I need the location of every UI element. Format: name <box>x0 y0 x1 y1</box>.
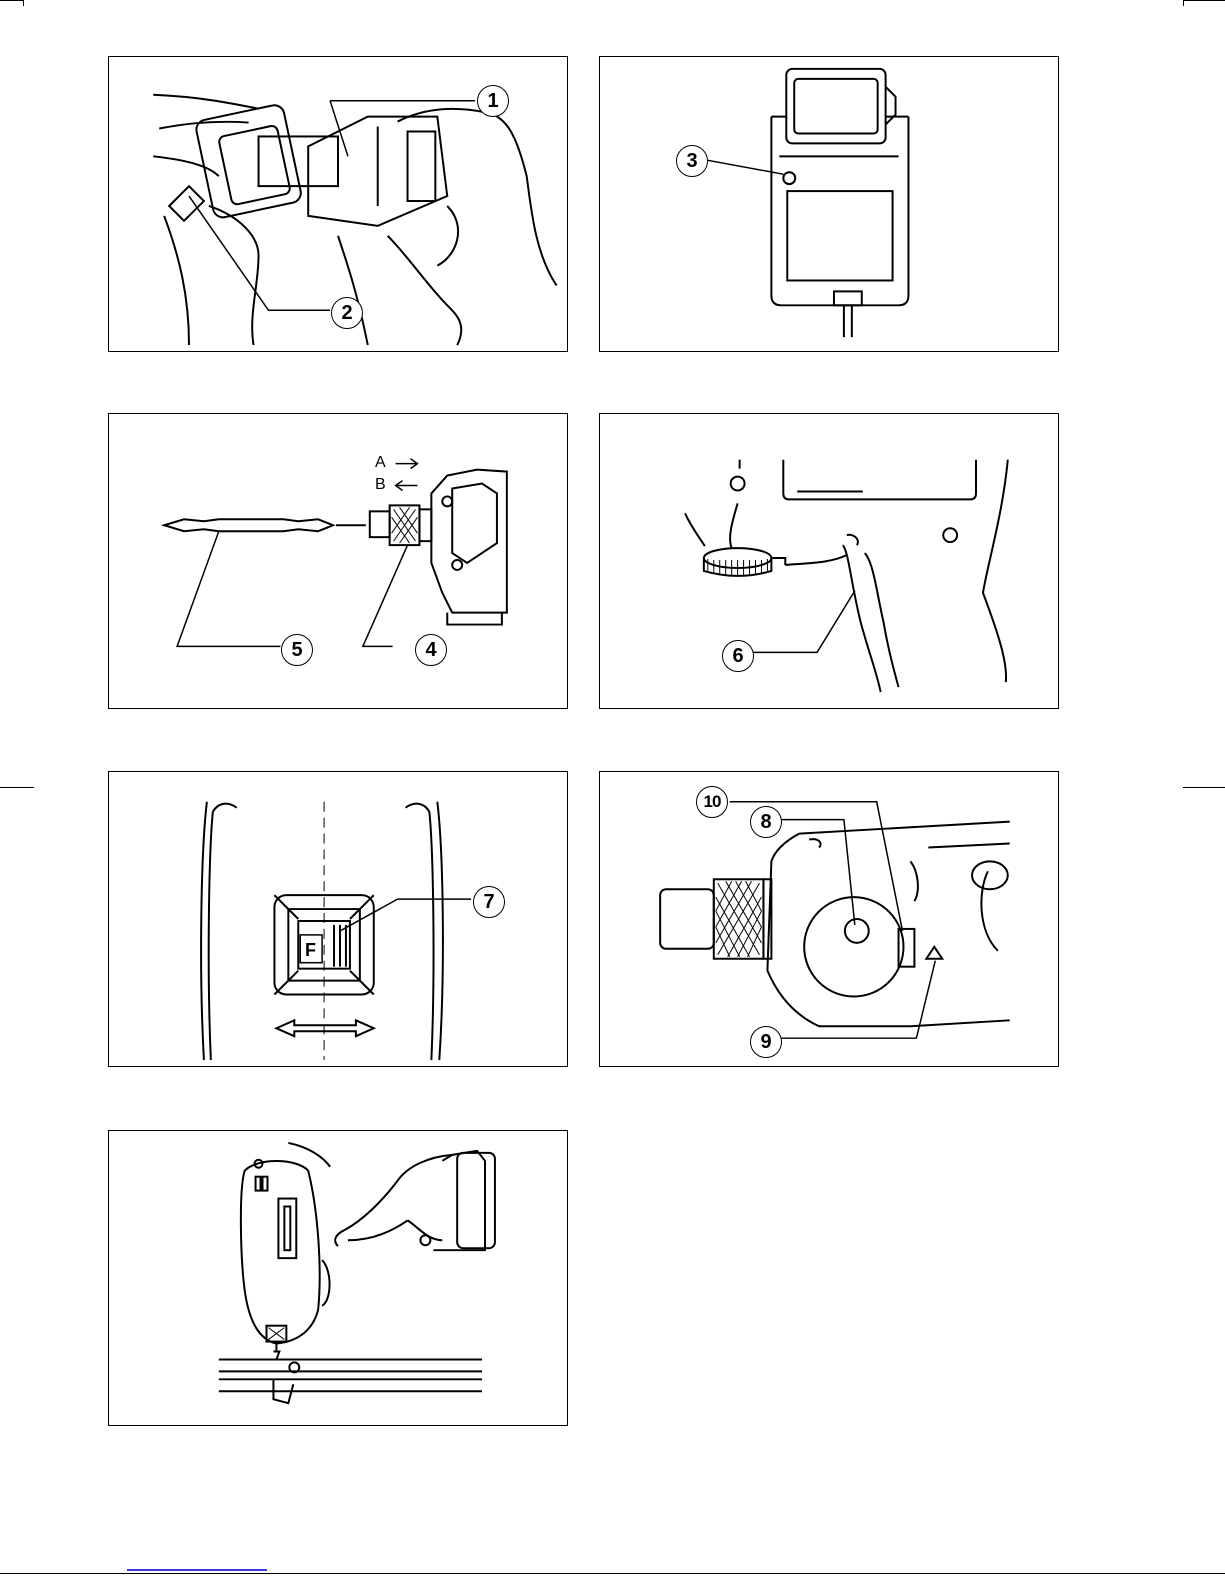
figure-torque-adjusting: 10 8 9 <box>599 771 1059 1067</box>
direction-label-a: A <box>375 454 386 472</box>
callout-9: 9 <box>750 1026 782 1058</box>
callout-4: 4 <box>415 634 447 666</box>
reversing-switch-illustration <box>109 772 567 1066</box>
figure-bit-installation: A B 5 4 <box>108 413 568 709</box>
crop-mark-top-right <box>1183 0 1225 1</box>
callout-2: 2 <box>331 297 363 329</box>
crop-mark-top-left-v <box>23 0 24 6</box>
callout-1: 1 <box>477 85 509 117</box>
callout-7: 7 <box>473 886 505 918</box>
bit-installation-illustration <box>109 414 567 708</box>
footer-link-underline[interactable] <box>127 1569 267 1571</box>
charger-illustration <box>600 57 1058 351</box>
switch-letter-f: F <box>305 940 316 961</box>
figure-charger: 3 <box>599 56 1059 352</box>
page-footer-rule <box>0 1573 1225 1574</box>
callout-10: 10 <box>696 786 728 818</box>
callout-3: 3 <box>676 145 708 177</box>
crop-mark-mid-left <box>0 787 34 788</box>
crop-mark-top-right-v <box>1183 0 1184 6</box>
direction-label-b: B <box>375 476 386 494</box>
callout-5: 5 <box>281 634 313 666</box>
crop-mark-mid-right <box>1183 787 1225 788</box>
crop-mark-top-left <box>0 0 24 1</box>
switch-trigger-illustration <box>600 414 1058 708</box>
figure-reversing-switch: F 7 <box>108 771 568 1067</box>
callout-8: 8 <box>750 806 782 838</box>
screwdriving-operation-illustration <box>109 1131 567 1425</box>
figure-battery-insertion: 1 2 <box>108 56 568 352</box>
callout-6: 6 <box>722 640 754 672</box>
figure-screwdriving-operation <box>108 1130 568 1426</box>
figure-switch-trigger: 6 <box>599 413 1059 709</box>
torque-adjusting-illustration <box>600 772 1058 1066</box>
